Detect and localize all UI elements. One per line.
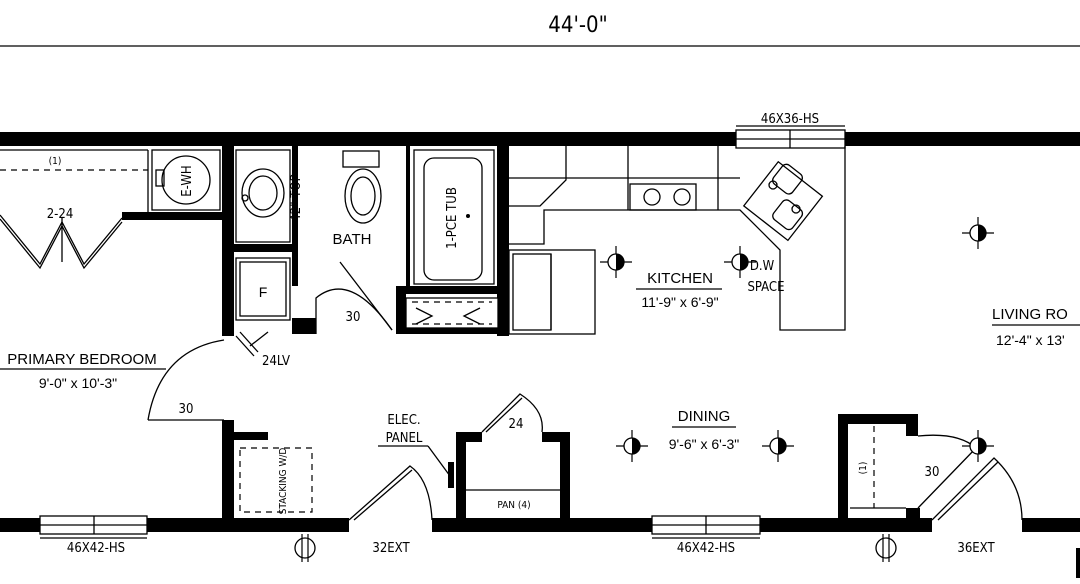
exterior-outlet-symbol [875,534,897,562]
exterior-outlet-symbol [294,534,316,562]
tub-access-panel [405,297,499,329]
overall-dimension: 44'-0" [0,13,1080,47]
elec-panel: ELEC. PANEL [378,413,451,477]
closet-door-24: 24 [481,393,543,433]
bathtub-label: 1-PCE TUB [445,187,460,249]
bottom-wall-c [432,518,652,532]
light-fixture-symbol [962,217,994,249]
bath-door-label: 30 [346,310,361,325]
living-closet: (1) [850,426,906,509]
bedroom-door-label: 30 [179,402,194,417]
primary-bedroom-size: 9'-0" x 10'-3" [39,375,117,391]
vanity-top-label: 42" TOP [289,174,304,221]
light-fixture-symbol [600,246,632,278]
living-door-label: 30 [925,465,940,480]
water-heater-pan: PAN (4) [466,489,560,511]
exterior-door-32: 32EXT [348,465,433,556]
dining-name: DINING [678,408,731,425]
living-room-size: 12'-4" x 13' [996,332,1065,348]
light-fixture-symbol [762,430,794,462]
bath-door: 30 [315,261,393,334]
exterior-door-36: 36EXT [931,457,1023,556]
top-wall-left [0,132,736,146]
pan-label: PAN (4) [497,500,530,511]
bottom-wall-a [0,518,40,532]
primary-bedroom-name: PRIMARY BEDROOM [7,351,156,368]
kitchen-counters [508,146,846,335]
ceiling-lights [600,217,994,462]
top-wall-right [845,132,1080,146]
kitchen-size: 11'-9" x 6'-9" [641,294,718,310]
closet-door-24-label: 24 [509,417,524,432]
bottom-wall-d [760,518,932,532]
dishwasher-space-label: SPACE [748,280,785,295]
kitchen-sink [742,160,824,242]
living-door: 30 [917,434,977,509]
overall-dimension-label: 44'-0" [548,13,607,38]
bottom-wall-e [1022,518,1080,532]
bottom-wall-b [147,518,349,532]
living-room-name: LIVING RO [992,306,1068,323]
exterior-door-36-label: 36EXT [957,541,995,556]
kitchen: KITCHEN 11'-9" x 6'-9" D.W SPACE [636,259,784,310]
bathtub: 1-PCE TUB [413,149,495,285]
bedroom-closet-shelf-label: (1) [49,156,62,167]
dining-size: 9'-6" x 6'-3" [669,436,740,452]
water-heater: E-WH [151,149,221,211]
living-closet-shelf-label: (1) [858,462,869,475]
elec-panel-line1: ELEC. [387,413,420,428]
window-bedroom-label: 46X42-HS [67,541,125,556]
bedroom-closet-door-label: 2-24 [47,207,74,222]
light-fixture-symbol [616,430,648,462]
window-kitchen: 46X36-HS [735,112,846,149]
primary-bedroom: PRIMARY BEDROOM 9'-0" x 10'-3" [0,351,166,391]
vanity: 42" TOP [235,149,304,243]
kitchen-name: KITCHEN [647,270,713,287]
bedroom-closet: (1) 2-24 [0,149,149,270]
washer-dryer: STACKING W/D [239,447,313,515]
exterior-outlets [294,534,897,562]
furnace-label: F [259,284,268,300]
toilet [342,150,382,224]
water-heater-label: E-WH [180,165,195,196]
living-room: LIVING RO 12'-4" x 13' [992,306,1080,348]
bath-name: BATH [333,231,372,248]
washer-dryer-label: STACKING W/D [278,448,289,515]
linen-vent-label: 24LV [262,354,290,369]
furnace: F 24LV [235,257,291,369]
window-dining-label: 46X42-HS [677,541,735,556]
window-dining: 46X42-HS [651,515,761,556]
exterior-walls [0,132,1080,532]
dishwasher-label: D.W [750,259,775,274]
elec-panel-line2: PANEL [386,431,423,446]
light-fixture-symbol [724,246,756,278]
exterior-door-32-label: 32EXT [372,541,410,556]
light-fixture-symbol [962,430,994,462]
window-bedroom: 46X42-HS [39,515,148,556]
interior-walls [122,146,920,532]
window-kitchen-label: 46X36-HS [761,112,819,127]
dining: DINING 9'-6" x 6'-3" [669,408,740,452]
bedroom-door: 30 [147,339,225,421]
